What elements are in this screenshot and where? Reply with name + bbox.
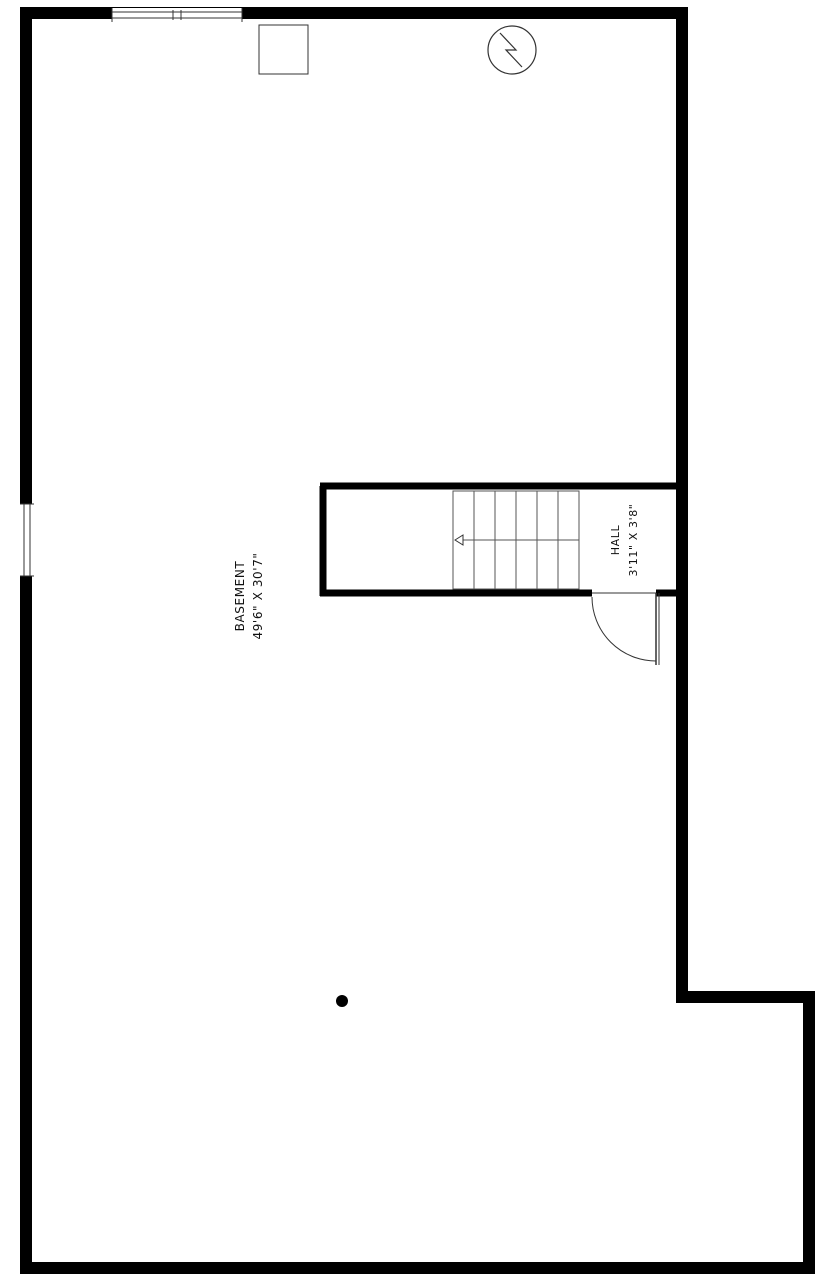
chimney-block	[258, 24, 309, 75]
floor-drain-icon	[336, 995, 348, 1007]
basement-name: BASEMENT	[233, 561, 247, 632]
top-window	[111, 8, 243, 22]
staircase	[452, 490, 580, 590]
hall-name: HALL	[609, 525, 622, 556]
left-window	[20, 503, 34, 577]
basement-label: BASEMENT 49'6" X 30'7"	[233, 552, 265, 639]
basement-dimensions: 49'6" X 30'7"	[251, 552, 265, 639]
hall-dimensions: 3'11" X 3'8"	[627, 504, 640, 577]
arrow-left-icon	[454, 534, 464, 546]
water-heater-icon	[487, 25, 537, 75]
exterior-wall	[20, 7, 815, 1274]
stair-enclosure-walls	[319, 482, 676, 597]
hall-door	[591, 592, 660, 665]
hall-label: HALL 3'11" X 3'8"	[609, 504, 640, 577]
